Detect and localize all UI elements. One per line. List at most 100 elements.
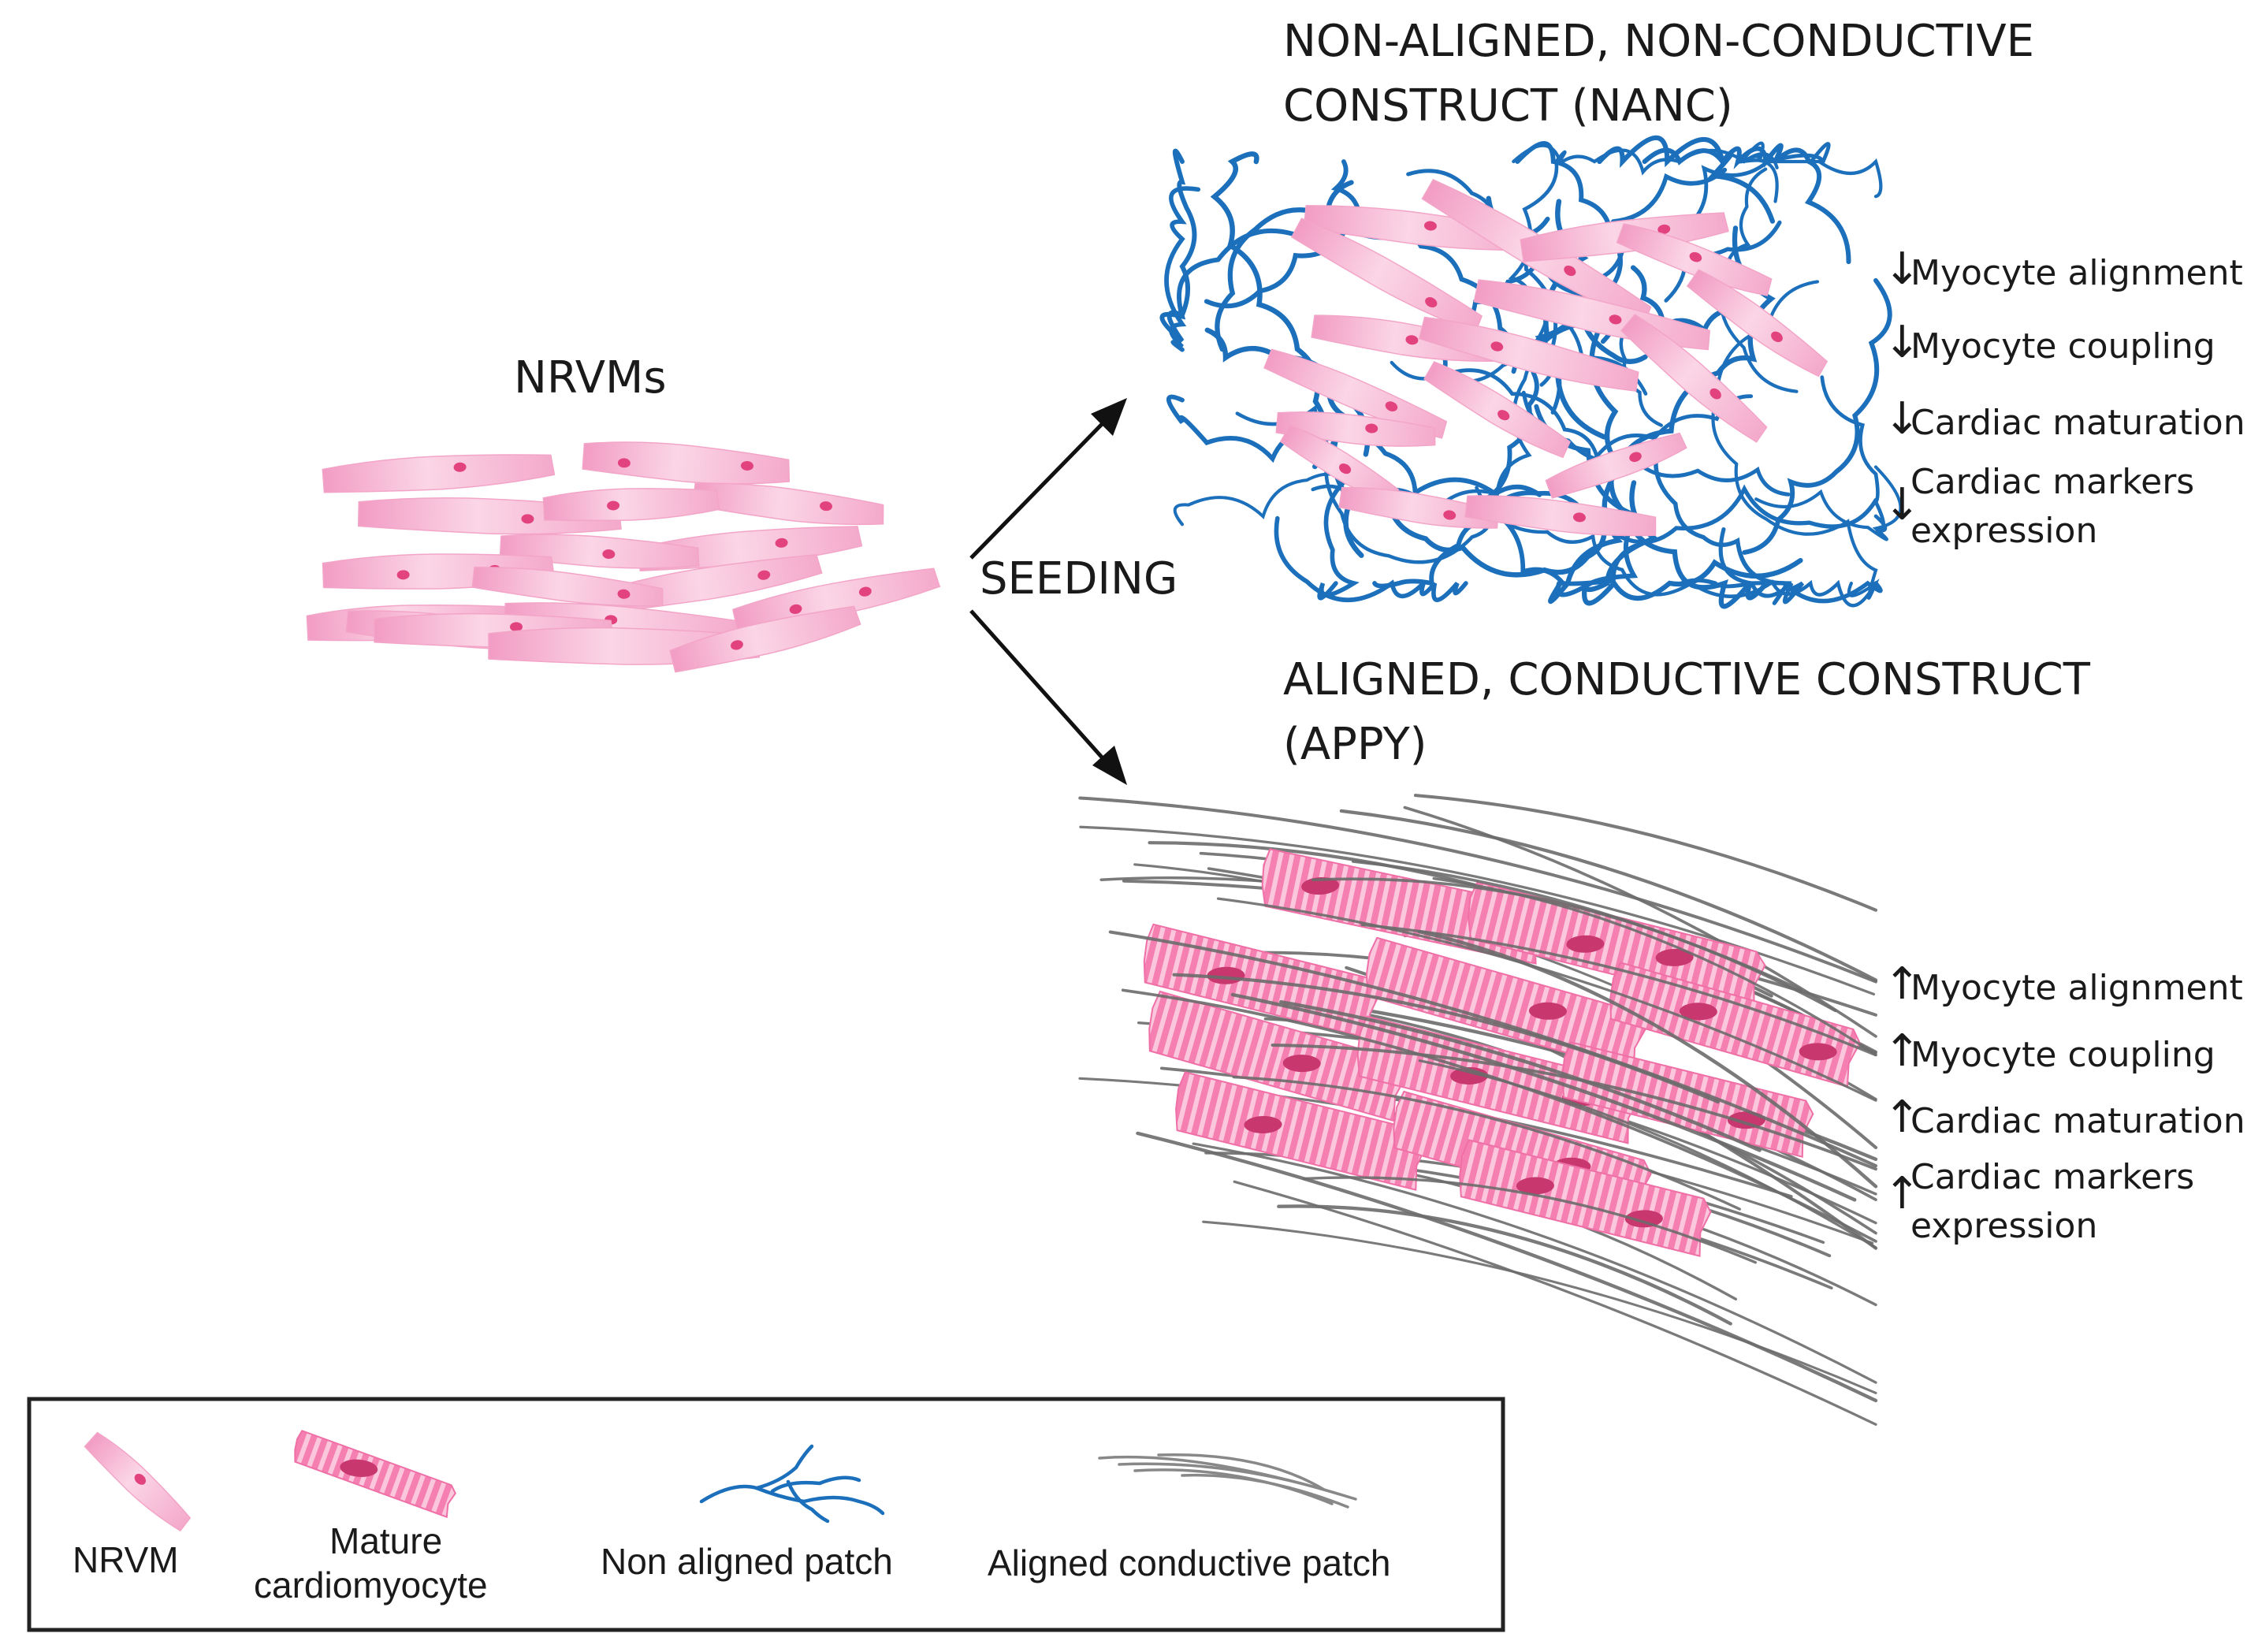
mature-nucleus xyxy=(1566,935,1605,953)
seeding-label: SEEDING xyxy=(980,553,1178,605)
nrvm-cell xyxy=(322,454,556,493)
gray-fiber xyxy=(1108,930,1878,1168)
up-arrow-icon: ↑ xyxy=(1884,1168,1921,1219)
nrvm-nucleus xyxy=(1425,297,1438,308)
mature-nucleus xyxy=(1528,1002,1567,1020)
nrvm-nucleus xyxy=(602,549,616,560)
nrvm-nucleus xyxy=(1771,331,1783,343)
nrvm-nucleus xyxy=(1423,221,1437,231)
nrvm-nucleus xyxy=(510,622,523,632)
down-arrow-icon: ↓ xyxy=(1884,244,1921,295)
nanc-cells xyxy=(1263,178,1829,537)
seeding-arrows xyxy=(969,398,1127,785)
legend-mature-label-line1: Mature xyxy=(329,1520,443,1561)
blue-fiber xyxy=(1159,148,1296,343)
nrvm-cell xyxy=(1616,223,1773,296)
mature-nucleus xyxy=(1799,1043,1837,1061)
nrvm-nucleus xyxy=(617,589,631,599)
seeding-arrow-up-head xyxy=(1091,398,1127,436)
down-arrow-icon: ↓ xyxy=(1884,479,1921,530)
gray-fiber xyxy=(1302,1176,1758,1264)
blue-fiber xyxy=(1739,141,1883,203)
nrvm-nucleus xyxy=(396,570,410,580)
down-arrow-icon: ↓ xyxy=(1884,317,1921,368)
legend-gray-fiber xyxy=(1118,1462,1341,1496)
nrvm-nucleus xyxy=(1710,388,1721,400)
mature-cell xyxy=(1459,1139,1712,1257)
nrvm-nucleus xyxy=(858,586,872,597)
nrvm-nucleus xyxy=(1629,452,1642,463)
gray-fiber xyxy=(1417,929,1878,1189)
nrvm-cell xyxy=(1464,495,1657,537)
legend-box xyxy=(27,1397,1505,1632)
up-arrow-icon: ↑ xyxy=(1884,1025,1921,1077)
blue-fiber xyxy=(1597,136,1775,224)
nrvm-nucleus xyxy=(453,462,467,472)
blue-fiber xyxy=(1711,280,1880,600)
legend-nrvm-label: NRVM xyxy=(73,1539,179,1580)
up-arrow-icon: ↑ xyxy=(1884,1092,1921,1143)
effect-label: Myocyte alignment xyxy=(1910,968,2243,1008)
gray-fiber xyxy=(1216,897,1877,1102)
nrvm-nucleus xyxy=(1564,265,1576,277)
gray-fiber xyxy=(1230,992,1857,1202)
nrvm-nucleus xyxy=(757,570,771,580)
effect-label: expression xyxy=(1910,1206,2098,1246)
gray-fiber xyxy=(1202,1220,1877,1394)
legend-blue-fiber xyxy=(699,1444,814,1504)
nrvm-nucleus xyxy=(775,538,788,548)
nrvm-nucleus xyxy=(789,604,802,614)
blue-fiber xyxy=(1754,465,1903,541)
gray-fiber xyxy=(1432,876,1877,1056)
legend-icons xyxy=(84,1430,1357,1532)
mature-nucleus xyxy=(340,1459,378,1477)
effect-label: Cardiac markers xyxy=(1910,1157,2195,1197)
effect-label: Cardiac maturation xyxy=(1910,1101,2245,1141)
nrvm-nucleus xyxy=(1657,224,1671,234)
seeding-arrow-down-head xyxy=(1092,746,1127,785)
appy-title-line2: (APPY) xyxy=(1283,719,1427,770)
nrvm-nucleus xyxy=(1443,510,1457,520)
nrvm-nucleus xyxy=(617,458,631,468)
mature-nucleus xyxy=(1301,876,1340,895)
nrvm-cell xyxy=(669,605,861,673)
appy-title-line1: ALIGNED, CONDUCTIVE CONSTRUCT xyxy=(1283,654,2090,705)
up-arrow-icon: ↑ xyxy=(1884,958,1921,1010)
effect-label: Cardiac markers xyxy=(1910,462,2195,502)
nrvm-nucleus xyxy=(1573,512,1586,523)
nrvm-nucleus xyxy=(1497,410,1510,421)
blue-fiber xyxy=(1164,186,1201,352)
nrvm-nucleus xyxy=(1490,341,1504,352)
nanc-title-line1: NON-ALIGNED, NON-CONDUCTIVE xyxy=(1283,16,2035,67)
nrvm-nucleus xyxy=(740,461,753,471)
nrvm-cell xyxy=(1423,361,1571,459)
legend-aligned-label: Aligned conductive patch xyxy=(988,1542,1391,1583)
legend-blue-fiber xyxy=(786,1479,830,1524)
blue-fiber xyxy=(1820,375,1888,533)
seeding-arrow-down xyxy=(969,609,1111,768)
nrvm-cell xyxy=(84,1431,192,1532)
nrvm-nucleus xyxy=(134,1473,147,1485)
mature-nucleus xyxy=(1282,1055,1321,1073)
nrvm-cell xyxy=(1545,432,1687,499)
gray-fiber xyxy=(1279,999,1762,1152)
gray-fiber xyxy=(1192,1142,1877,1384)
legend-blue-fiber xyxy=(754,1486,885,1516)
mature-nucleus xyxy=(1516,1177,1554,1195)
nrvm-nucleus xyxy=(1609,314,1622,325)
mature-cell xyxy=(1468,880,1766,1011)
mature-nucleus xyxy=(1624,1210,1663,1228)
blue-fiber xyxy=(1317,480,1360,601)
gray-fiber xyxy=(1233,1180,1877,1426)
nrvm-nucleus xyxy=(820,501,833,512)
legend-gray-fiber xyxy=(1133,1468,1334,1505)
blue-fiber xyxy=(1274,515,1468,603)
legend-mature-label-line2: cardiomyocyte xyxy=(254,1565,488,1605)
gray-fiber xyxy=(1360,923,1877,1057)
gray-fiber xyxy=(1121,988,1877,1243)
gray-fiber xyxy=(1232,1075,1741,1211)
down-arrow-icon: ↓ xyxy=(1884,393,1921,445)
legend-gray-fiber xyxy=(1157,1453,1326,1491)
nrvm-nucleus xyxy=(607,500,620,511)
